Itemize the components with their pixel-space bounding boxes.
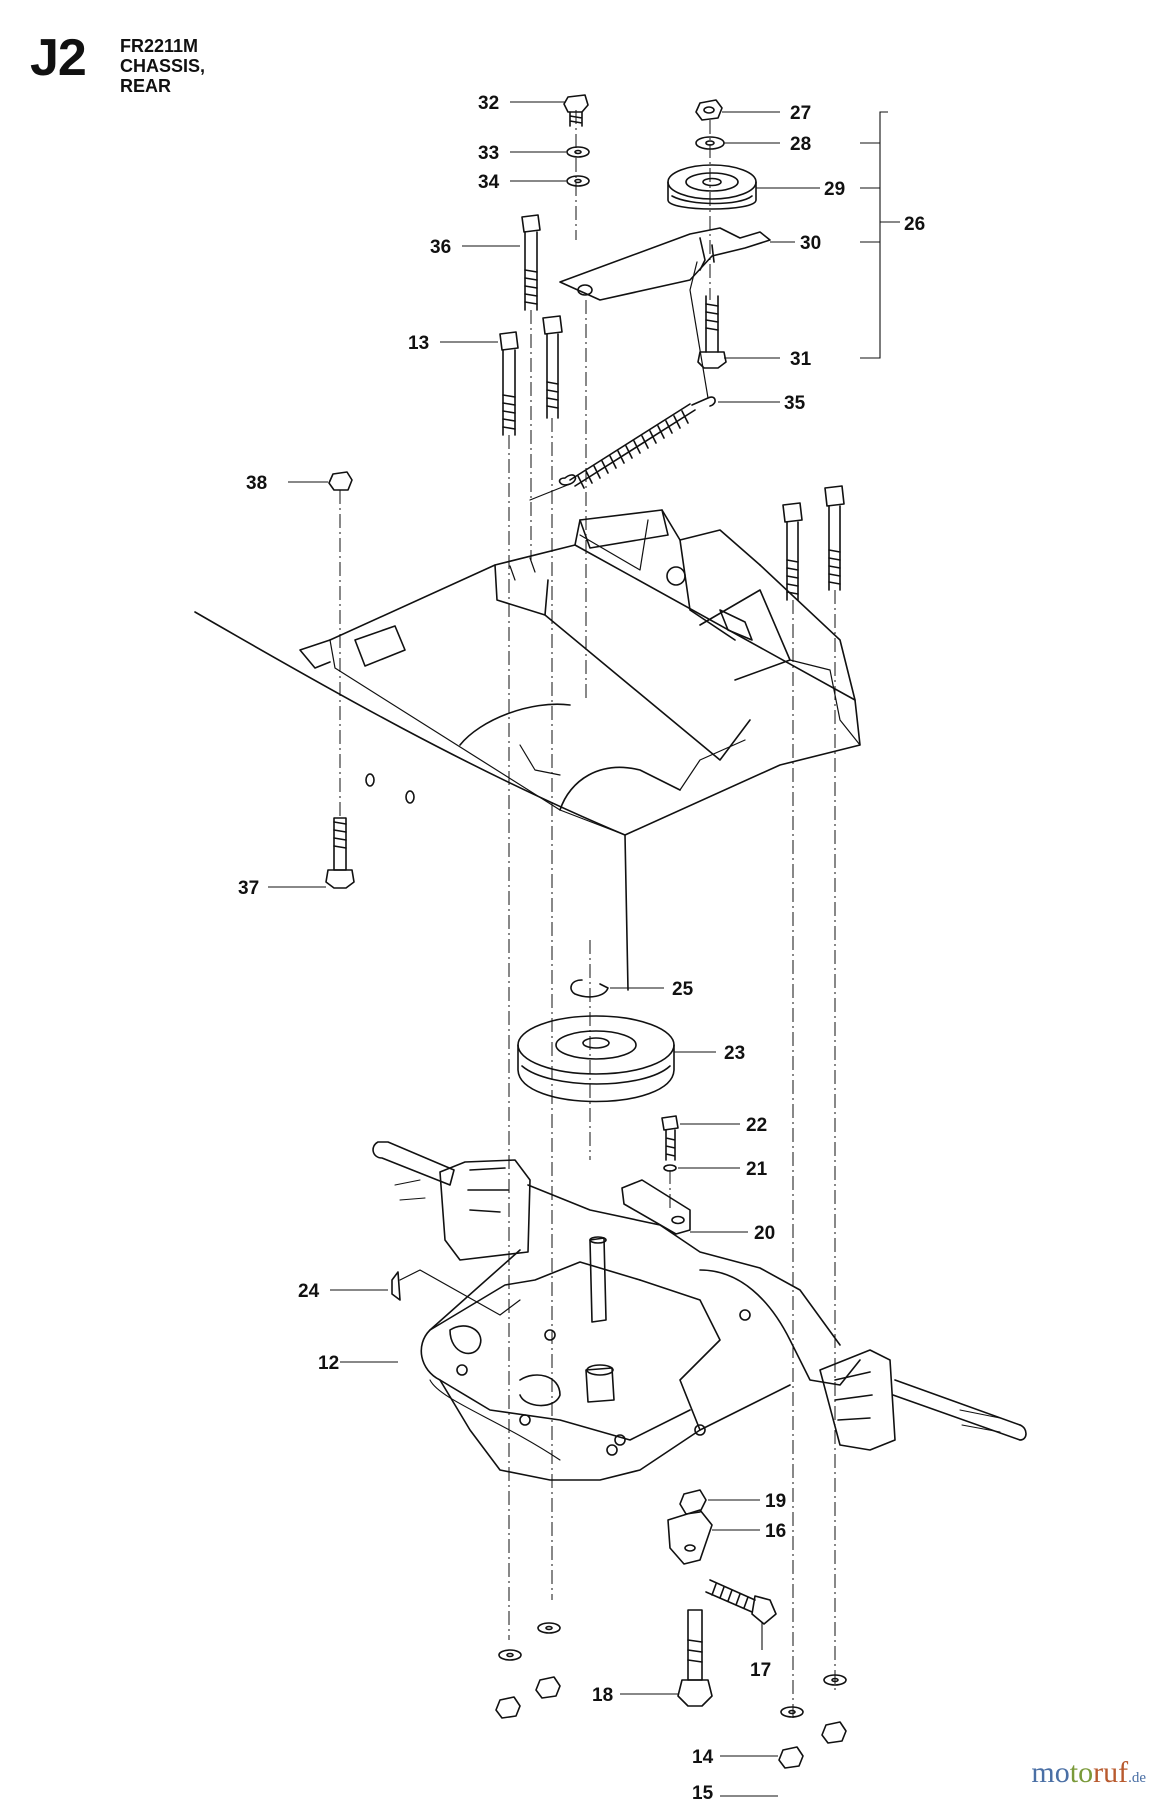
callout-31: 31 bbox=[790, 349, 812, 370]
callout-12: 12 bbox=[318, 1353, 339, 1374]
watermark-logo: motoruf.de bbox=[1031, 1756, 1146, 1789]
transaxle bbox=[372, 1141, 1027, 1481]
callout-27: 27 bbox=[790, 103, 811, 124]
callouts: 32 33 34 27 28 29 26 30 36 13 31 35 38 3… bbox=[238, 93, 925, 1800]
callout-20: 20 bbox=[754, 1223, 775, 1244]
callout-28: 28 bbox=[790, 134, 811, 155]
section-code: J2 bbox=[30, 29, 87, 87]
callout-18: 18 bbox=[592, 1685, 613, 1706]
callout-32: 32 bbox=[478, 93, 499, 114]
chassis-frame bbox=[194, 509, 861, 991]
model-number: FR2211M bbox=[120, 36, 199, 56]
callout-36: 36 bbox=[430, 237, 451, 258]
callout-14: 14 bbox=[692, 1747, 714, 1768]
callout-26: 26 bbox=[904, 214, 925, 235]
callout-13: 13 bbox=[408, 333, 429, 354]
diagram-title: CHASSIS, REAR bbox=[120, 56, 206, 96]
drive-pulley bbox=[517, 979, 675, 1103]
callout-15: 15 bbox=[692, 1783, 714, 1800]
callout-35: 35 bbox=[784, 393, 806, 414]
assembly-lines bbox=[339, 110, 836, 1720]
callout-24: 24 bbox=[298, 1281, 320, 1302]
callout-17: 17 bbox=[750, 1660, 771, 1681]
callout-16: 16 bbox=[765, 1521, 786, 1542]
transaxle-bracket bbox=[621, 1115, 691, 1235]
callout-38: 38 bbox=[246, 473, 267, 494]
lower-bracket-group bbox=[667, 1489, 777, 1707]
left-fasteners bbox=[325, 471, 355, 889]
callout-30: 30 bbox=[800, 233, 821, 254]
callout-29: 29 bbox=[824, 179, 845, 200]
bottom-fasteners bbox=[495, 1622, 847, 1769]
callout-22: 22 bbox=[746, 1115, 767, 1136]
idler-arm-assembly bbox=[559, 94, 771, 369]
callout-34: 34 bbox=[478, 172, 500, 193]
callout-25: 25 bbox=[672, 979, 694, 1000]
callout-37: 37 bbox=[238, 878, 259, 899]
long-bolts bbox=[499, 214, 845, 601]
key-part bbox=[391, 1271, 401, 1301]
tension-spring bbox=[529, 261, 716, 501]
callout-23: 23 bbox=[724, 1043, 745, 1064]
header-text: FR2211M CHASSIS, REAR bbox=[120, 36, 205, 96]
callout-19: 19 bbox=[765, 1491, 786, 1512]
key-leader bbox=[399, 1269, 521, 1316]
callout-33: 33 bbox=[478, 143, 499, 164]
callout-21: 21 bbox=[746, 1159, 768, 1180]
